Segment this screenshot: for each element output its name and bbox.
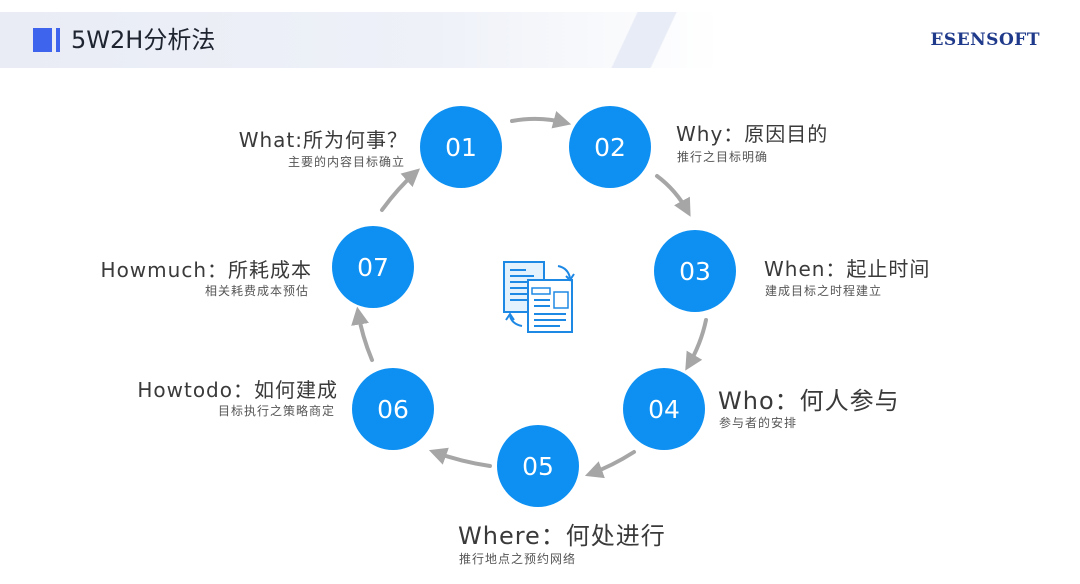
step-07-title: Howmuch：所耗成本 — [100, 258, 312, 282]
step-05-circle: 05 — [497, 425, 579, 507]
step-04-title: Who：何人参与 — [718, 387, 900, 415]
header-stripe — [590, 12, 720, 68]
step-04-desc: 参与者的安排 — [719, 416, 798, 430]
step-05-desc: 推行地点之预约网络 — [459, 552, 577, 566]
step-02-circle: 02 — [569, 106, 651, 188]
arrow-05-06 — [428, 447, 492, 468]
title-marker-icon — [33, 28, 52, 52]
step-07-desc: 相关耗费成本预估 — [204, 284, 309, 298]
step-03-title: When：起止时间 — [764, 257, 931, 281]
brand-logo: ESENSOFT — [930, 30, 1040, 50]
arrow-02-03 — [655, 174, 691, 217]
document-sync-icon — [503, 261, 575, 333]
step-03-desc: 建成目标之时程建立 — [765, 284, 883, 298]
arrow-04-05 — [584, 450, 636, 479]
step-06-circle: 06 — [352, 368, 434, 450]
step-02-desc: 推行之目标明确 — [677, 150, 769, 164]
arrow-01-02 — [510, 111, 572, 129]
step-03-circle: 03 — [654, 230, 736, 312]
step-06-desc: 目标执行之策略商定 — [217, 404, 335, 418]
step-05-title: Where：何处进行 — [458, 522, 666, 550]
step-01-title: What:所为何事？ — [238, 128, 408, 152]
arrow-06-07 — [351, 306, 374, 362]
arrow-03-04 — [685, 318, 708, 371]
step-01-circle: 01 — [420, 106, 502, 188]
header: 5W2H分析法 ESENSOFT — [0, 12, 1080, 68]
step-02-title: Why：原因目的 — [676, 122, 829, 146]
step-07-circle: 07 — [332, 226, 414, 308]
step-04-circle: 04 — [623, 368, 705, 450]
step-06-title: Howtodo：如何建成 — [137, 378, 338, 402]
step-01-desc: 主要的内容目标确立 — [287, 155, 405, 169]
page-title: 5W2H分析法 — [71, 26, 216, 54]
title-marker-bar — [56, 28, 60, 52]
arrow-07-01 — [380, 168, 421, 212]
